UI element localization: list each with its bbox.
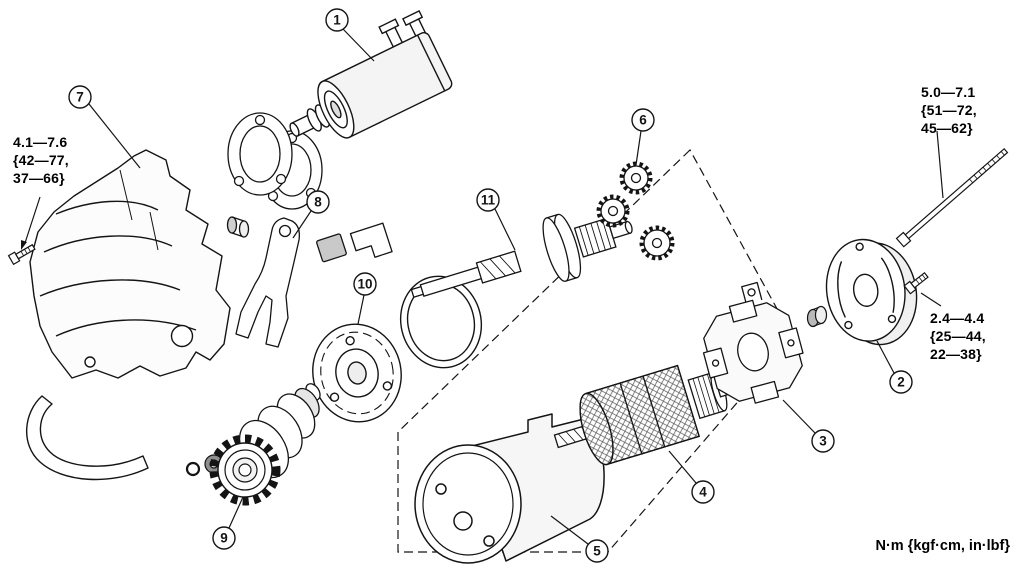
callout-3: 3 <box>782 399 835 453</box>
drive-pinion-gear <box>209 434 281 506</box>
planetary-gear <box>639 225 675 261</box>
drive-end-housing <box>29 149 231 379</box>
callout-1: 1 <box>325 8 375 62</box>
callout-4: 4 <box>668 450 715 504</box>
rear-bushing <box>806 305 828 328</box>
solenoid-terminal-bolts <box>378 10 427 48</box>
planetary-gears <box>596 161 675 261</box>
svg-text:5: 5 <box>593 544 601 559</box>
svg-text:7: 7 <box>76 90 84 105</box>
units-note: N·m {kgf·cm, in·lbf} <box>875 538 1010 554</box>
torque-spec-rear-screw: 2.4—4.4 {25—44, 22—38} <box>930 310 986 363</box>
svg-text:3: 3 <box>819 434 827 449</box>
dust-cover-bracket <box>26 395 149 481</box>
svg-text:2: 2 <box>897 375 905 390</box>
callout-7: 7 <box>68 85 141 169</box>
callout-9: 9 <box>212 496 244 550</box>
callout-11: 11 <box>476 188 516 251</box>
callout-10: 10 <box>353 272 377 325</box>
planet-carrier-plate <box>312 323 402 423</box>
planetary-gear <box>596 194 630 228</box>
yoke-housing <box>414 413 605 564</box>
svg-text:1: 1 <box>333 13 341 28</box>
svg-text:8: 8 <box>314 195 322 210</box>
callout-8: 8 <box>292 190 330 239</box>
rear-bracket <box>825 238 918 346</box>
gasket-plates <box>227 112 323 210</box>
callouts: 1 2 3 4 5 6 7 <box>68 8 913 563</box>
rear-screw <box>903 271 929 295</box>
through-bolt <box>895 147 1009 248</box>
callout-2: 2 <box>876 340 913 394</box>
svg-text:9: 9 <box>220 531 228 546</box>
svg-text:6: 6 <box>639 113 647 128</box>
spec-leader-lines <box>21 130 944 307</box>
magnetic-switch <box>289 10 453 139</box>
planetary-gear <box>619 161 653 195</box>
plunger-seat <box>349 222 393 258</box>
lever-packing <box>316 233 347 263</box>
snap-ring <box>185 461 201 477</box>
torque-spec-through-bolt: 5.0—7.1 {51—72, 45—62} <box>921 84 977 137</box>
torque-spec-housing-bolt: 4.1—7.6 {42—77, 37—66} <box>13 134 69 187</box>
callout-6: 6 <box>631 108 655 166</box>
svg-text:4: 4 <box>699 485 707 500</box>
brush-holder <box>702 281 804 404</box>
armature <box>553 364 738 466</box>
svg-text:11: 11 <box>481 193 496 208</box>
drive-lever <box>226 216 300 348</box>
svg-text:10: 10 <box>357 277 372 292</box>
callout-5: 5 <box>550 515 609 563</box>
housing-bolt <box>7 243 36 266</box>
